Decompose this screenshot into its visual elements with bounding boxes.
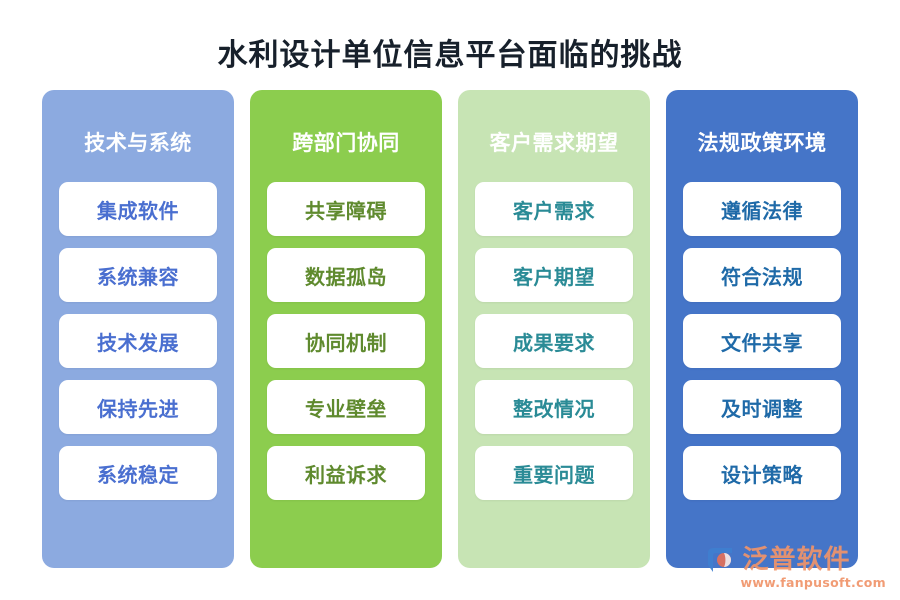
card-list-collab: 共享障碍 数据孤岛 协同机制 专业壁垒 利益诉求 bbox=[266, 182, 426, 500]
card-item[interactable]: 共享障碍 bbox=[267, 182, 425, 236]
card-item[interactable]: 设计策略 bbox=[683, 446, 841, 500]
watermark-url: www.fanpusoft.com bbox=[740, 575, 886, 590]
column-title-policy: 法规政策环境 bbox=[697, 130, 827, 155]
card-item[interactable]: 及时调整 bbox=[683, 380, 841, 434]
card-item[interactable]: 集成软件 bbox=[59, 182, 217, 236]
card-item[interactable]: 保持先进 bbox=[59, 380, 217, 434]
card-item[interactable]: 重要问题 bbox=[475, 446, 633, 500]
card-item[interactable]: 符合法规 bbox=[683, 248, 841, 302]
watermark-brand: 泛普软件 bbox=[742, 545, 851, 575]
card-item[interactable]: 技术发展 bbox=[59, 314, 217, 368]
column-title-customer: 客户需求期望 bbox=[489, 130, 619, 155]
card-item[interactable]: 利益诉求 bbox=[267, 446, 425, 500]
card-item[interactable]: 成果要求 bbox=[475, 314, 633, 368]
column-customer: 客户需求期望 客户需求 客户期望 成果要求 整改情况 重要问题 bbox=[458, 90, 650, 568]
card-item[interactable]: 系统稳定 bbox=[59, 446, 217, 500]
fanpu-logo-icon bbox=[708, 548, 733, 572]
card-item[interactable]: 整改情况 bbox=[475, 380, 633, 434]
page-title: 水利设计单位信息平台面临的挑战 bbox=[217, 38, 683, 73]
column-tech: 技术与系统 集成软件 系统兼容 技术发展 保持先进 系统稳定 bbox=[42, 90, 234, 568]
card-item[interactable]: 专业壁垒 bbox=[267, 380, 425, 434]
watermark: 泛普软件 www.fanpusoft.com bbox=[706, 545, 886, 590]
column-title-tech: 技术与系统 bbox=[84, 130, 192, 155]
card-item[interactable]: 协同机制 bbox=[267, 314, 425, 368]
column-title-collab: 跨部门协同 bbox=[292, 130, 400, 155]
card-list-customer: 客户需求 客户期望 成果要求 整改情况 重要问题 bbox=[474, 182, 634, 500]
challenge-columns: 技术与系统 集成软件 系统兼容 技术发展 保持先进 系统稳定 跨部门协同 共享障… bbox=[42, 90, 858, 568]
card-item[interactable]: 遵循法律 bbox=[683, 182, 841, 236]
watermark-brand-row: 泛普软件 bbox=[706, 545, 850, 575]
column-policy: 法规政策环境 遵循法律 符合法规 文件共享 及时调整 设计策略 bbox=[666, 90, 858, 568]
card-item[interactable]: 数据孤岛 bbox=[267, 248, 425, 302]
card-item[interactable]: 客户期望 bbox=[475, 248, 633, 302]
card-list-policy: 遵循法律 符合法规 文件共享 及时调整 设计策略 bbox=[682, 182, 842, 500]
column-collab: 跨部门协同 共享障碍 数据孤岛 协同机制 专业壁垒 利益诉求 bbox=[250, 90, 442, 568]
card-item[interactable]: 客户需求 bbox=[475, 182, 633, 236]
card-item[interactable]: 文件共享 bbox=[683, 314, 841, 368]
card-list-tech: 集成软件 系统兼容 技术发展 保持先进 系统稳定 bbox=[58, 182, 218, 500]
card-item[interactable]: 系统兼容 bbox=[59, 248, 217, 302]
